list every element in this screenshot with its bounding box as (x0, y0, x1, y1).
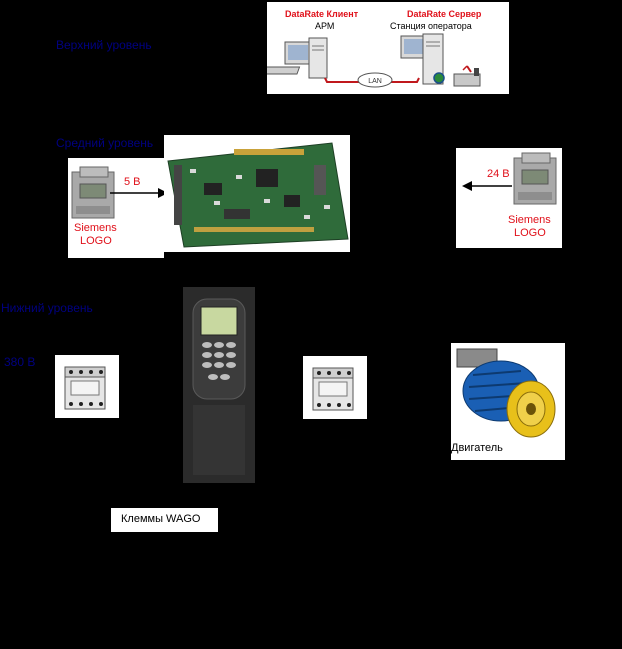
logo-left-panel: 5 В Siemens LOGO (68, 158, 164, 258)
top-level-label: Верхний уровень (56, 38, 152, 52)
server-subtitle: Станция оператора (390, 21, 472, 31)
logo-right-voltage: 24 В (487, 168, 510, 180)
middle-level-label: Средний уровень (56, 136, 154, 150)
bottom-level-label: Нижний уровень (1, 301, 93, 315)
computer-icon (267, 37, 328, 79)
logo-right-label-1: Siemens (508, 214, 551, 226)
lan-label: LAN (368, 78, 382, 85)
arrow-right-logo (462, 181, 512, 191)
server-title: DataRate Сервер (407, 9, 482, 19)
client-subtitle: АРМ (315, 21, 335, 31)
contactor-icon (312, 367, 354, 411)
terminals-label: Клеммы WAGO (121, 513, 201, 525)
frequency-inverter-icon (183, 287, 255, 483)
network-panel: DataRate Клиент АРМ DataRate Сервер Стан… (267, 2, 509, 94)
network-drawing: LAN (267, 33, 481, 88)
contactor-icon (64, 366, 106, 410)
pcb-board-icon (164, 135, 350, 252)
logo-right-panel: 24 В Siemens LOGO (456, 148, 562, 248)
controller-board-panel (164, 135, 350, 252)
logo-right-label-2: LOGO (514, 227, 546, 239)
client-title: DataRate Клиент (285, 9, 359, 19)
logo-left-voltage: 5 В (124, 176, 141, 188)
motor-label: Двигатель (451, 442, 503, 454)
lan-cloud-icon: LAN (357, 72, 393, 88)
electric-motor-icon (456, 348, 556, 438)
contactor-left-panel (55, 355, 119, 418)
motor-panel: Двигатель (451, 343, 565, 460)
plc-module-icon (513, 152, 557, 205)
arrow-logo-to-board (110, 188, 168, 198)
logo-left-label-2: LOGO (80, 235, 112, 247)
router-icon (453, 65, 481, 87)
terminals-box: Клеммы WAGO (111, 508, 218, 532)
plc-module-icon (71, 166, 115, 219)
logo-left-label-1: Siemens (74, 222, 117, 234)
input-voltage-label: 380 В (4, 355, 36, 369)
server-icon (400, 33, 445, 85)
frequency-inverter-panel (183, 287, 255, 483)
contactor-right-panel (303, 356, 367, 419)
